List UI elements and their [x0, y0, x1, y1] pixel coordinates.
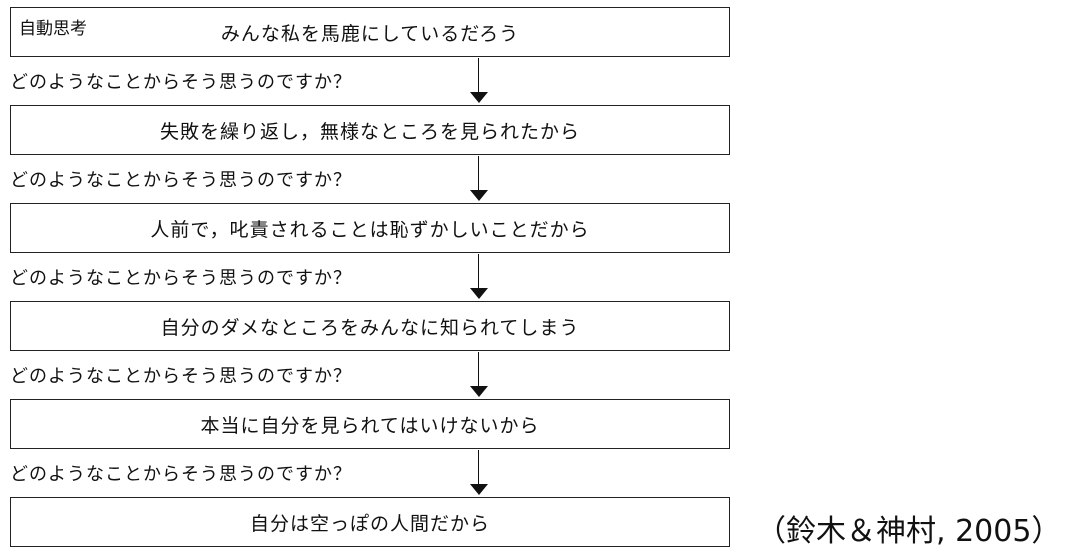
- question-3: どのようなことからそう思うのですか？: [10, 268, 352, 289]
- step-text-3: 人前で，叱責されることは恥ずかしいことだから: [150, 218, 590, 241]
- step-text-4: 自分のダメなところをみんなに知られてしまう: [160, 316, 580, 339]
- question-5: どのようなことからそう思うのですか？: [10, 464, 352, 485]
- thought-box-6: 自分は空っぽの人間だから: [10, 497, 730, 547]
- thought-box-3: 人前で，叱責されることは恥ずかしいことだから: [10, 203, 730, 253]
- arrow-down-icon: [470, 254, 488, 299]
- question-4: どのようなことからそう思うのですか？: [10, 366, 352, 387]
- step-text-2: 失敗を繰り返し，無様なところを見られたから: [159, 120, 580, 143]
- thought-box-1: 自動思考 みんな私を馬鹿にしているだろう: [10, 7, 730, 57]
- arrow-down-icon: [470, 156, 488, 201]
- question-2: どのようなことからそう思うのですか？: [10, 170, 352, 191]
- thought-box-5: 本当に自分を見られてはいけないから: [10, 399, 730, 449]
- thought-box-4: 自分のダメなところをみんなに知られてしまう: [10, 301, 730, 351]
- automatic-thought-label: 自動思考: [19, 19, 87, 39]
- thought-box-2: 失敗を繰り返し，無様なところを見られたから: [10, 105, 730, 155]
- arrow-down-icon: [470, 450, 488, 495]
- question-1: どのようなことからそう思うのですか？: [10, 72, 352, 93]
- arrow-down-icon: [470, 352, 488, 397]
- arrow-down-icon: [470, 58, 488, 103]
- step-text-6: 自分は空っぽの人間だから: [249, 512, 490, 535]
- citation: （鈴木＆神村, 2005）: [756, 514, 1062, 549]
- step-text-1: みんな私を馬鹿にしているだろう: [220, 22, 520, 45]
- step-text-5: 本当に自分を見られてはいけないから: [200, 414, 540, 437]
